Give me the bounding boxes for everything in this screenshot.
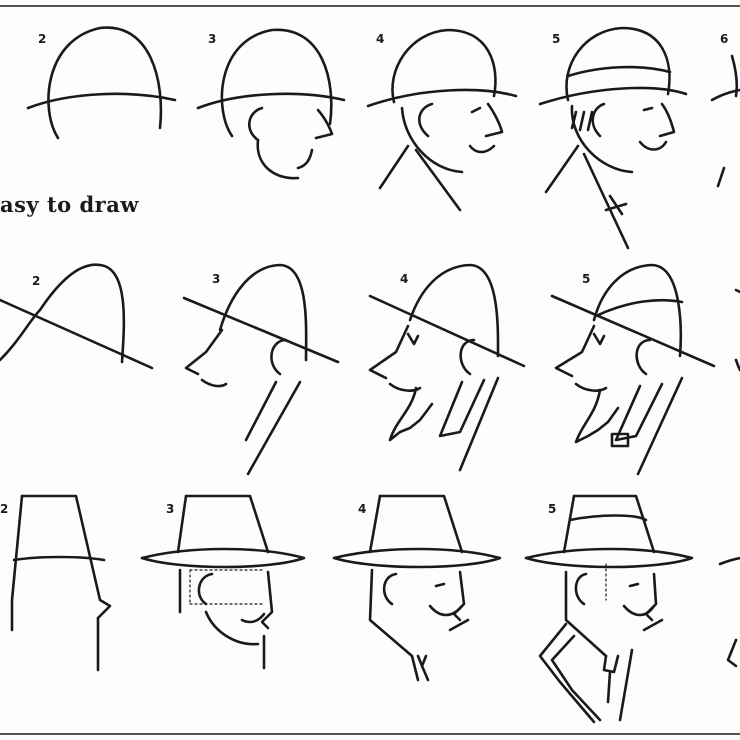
- step-number: 3: [208, 32, 217, 46]
- step-number: 3: [166, 502, 175, 516]
- bowler-step-6-partial: [710, 54, 740, 188]
- step-number: 2: [32, 274, 41, 288]
- brim-step-6-partial: [718, 556, 740, 668]
- step-number: 4: [400, 272, 409, 286]
- brim-step-3: [140, 494, 306, 670]
- bowler-step-4: [366, 28, 518, 212]
- bowler-step-2: [26, 26, 177, 140]
- slant-step-5: [550, 263, 716, 476]
- brim-step-2: [10, 494, 112, 672]
- slant-step-4: [368, 263, 526, 472]
- step-number: 4: [376, 32, 385, 46]
- brim-step-4: [332, 494, 502, 682]
- step-number: 5: [548, 502, 557, 516]
- step-number: 3: [212, 272, 221, 286]
- bowler-step-5: [538, 26, 688, 250]
- caption-text: asy to draw: [0, 192, 139, 217]
- step-number: 2: [0, 502, 9, 516]
- step-number: 5: [552, 32, 561, 46]
- slant-step-6-partial: [734, 288, 740, 372]
- step-number: 5: [582, 272, 591, 286]
- bowler-step-3: [196, 28, 346, 180]
- brim-step-5: [524, 494, 694, 724]
- slant-step-3: [182, 263, 340, 476]
- step-number: 6: [720, 32, 729, 46]
- slant-step-2: [0, 263, 154, 370]
- step-number: 2: [38, 32, 47, 46]
- step-number: 4: [358, 502, 367, 516]
